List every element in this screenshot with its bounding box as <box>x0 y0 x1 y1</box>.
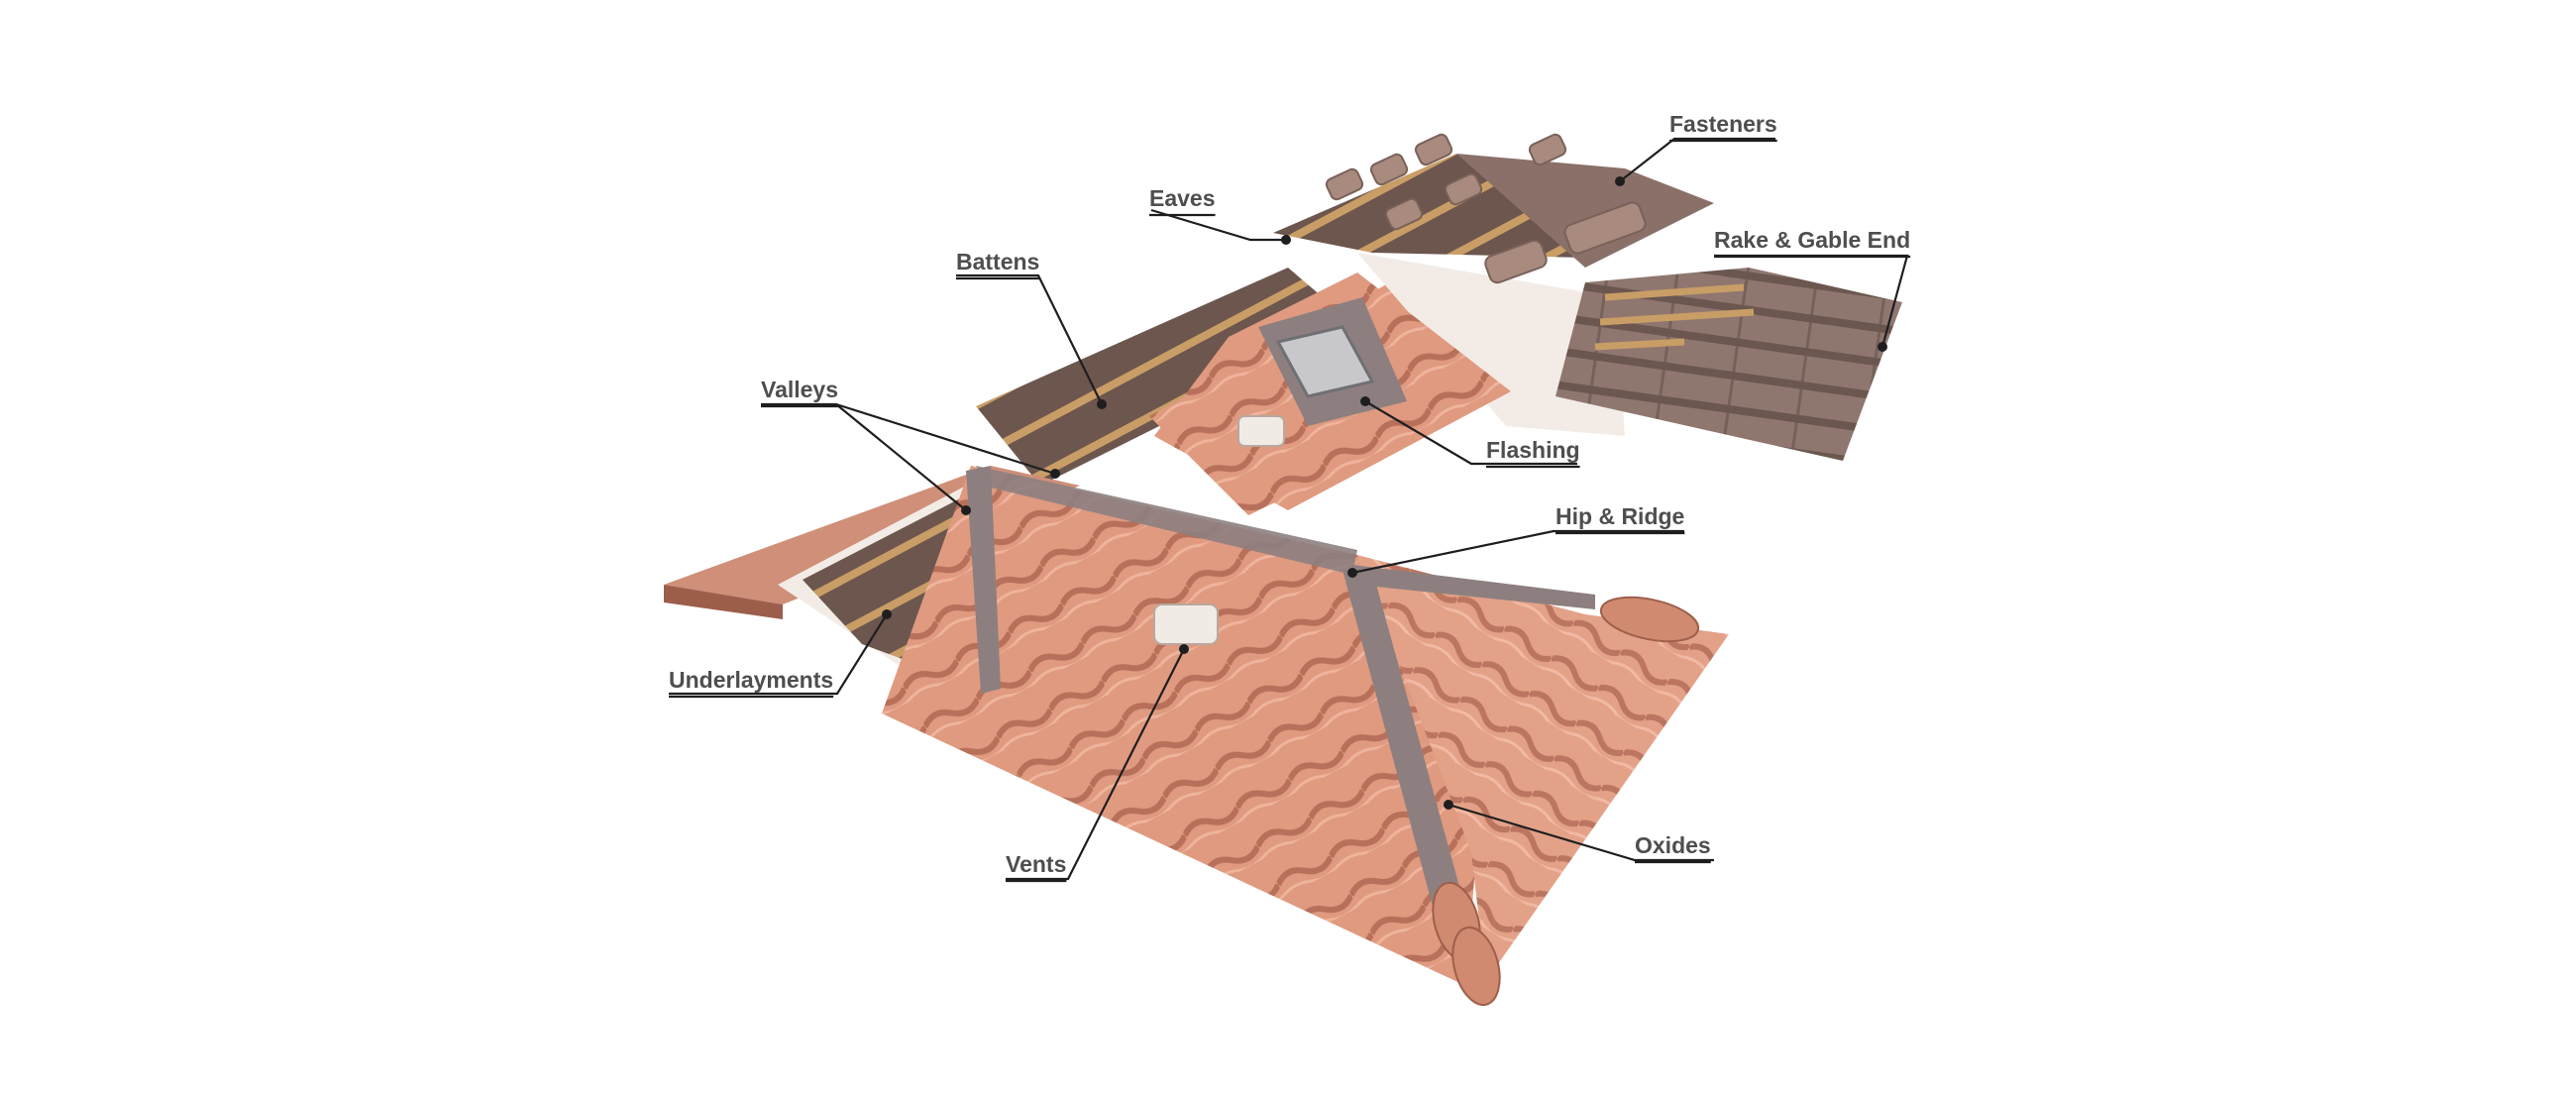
callout-fasteners: Fasteners <box>1615 111 1777 186</box>
callout-label-valleys: Valleys <box>761 377 838 402</box>
valley-flashing-left <box>966 466 1001 694</box>
ridge-flashing <box>1352 565 1595 609</box>
callout-valleys: Valleys <box>761 377 1060 515</box>
front-roof-left-plane <box>882 466 1476 986</box>
callout-label-rake-gable-end: Rake & Gable End <box>1714 227 1910 253</box>
upper-roof-left-plane <box>1273 154 1585 258</box>
roof-illustration <box>664 133 1902 1007</box>
callout-flashing: Flashing <box>1360 396 1580 469</box>
skylight <box>1275 325 1375 398</box>
callout-battens: Battens <box>956 249 1107 409</box>
callout-label-fasteners: Fasteners <box>1669 111 1777 137</box>
callout-underlayments: Underlayments <box>669 609 892 699</box>
rake-gable-plane <box>1556 268 1902 461</box>
callout-label-battens: Battens <box>956 249 1039 274</box>
callout-label-flashing: Flashing <box>1486 437 1580 463</box>
left-eave-fascia <box>664 585 783 619</box>
callout-rake-gable-end: Rake & Gable End <box>1714 227 1911 352</box>
upper-roof-right-plane <box>1456 154 1714 268</box>
callout-label-eaves: Eaves <box>1149 185 1216 211</box>
callout-oxides: Oxides <box>1444 800 1714 864</box>
hip-flashing <box>1342 570 1466 922</box>
upper-roof-loose-tiles <box>1325 133 1647 284</box>
valley-flashing-top <box>976 466 1357 575</box>
front-vent <box>1153 603 1219 645</box>
callout-vents: Vents <box>1006 644 1189 883</box>
middle-vent <box>1237 415 1285 447</box>
front-roof-right-plane <box>1357 555 1729 981</box>
callout-label-underlayments: Underlayments <box>669 667 833 693</box>
callout-label-oxides: Oxides <box>1635 832 1711 858</box>
callout-eaves: Eaves <box>1149 185 1291 245</box>
callout-hip-ridge: Hip & Ridge <box>1347 503 1685 578</box>
callout-label-hip-ridge: Hip & Ridge <box>1556 503 1684 529</box>
ridge-caps <box>1432 596 1700 1007</box>
rake-battens <box>1594 283 1755 351</box>
callout-label-vents: Vents <box>1006 851 1066 877</box>
